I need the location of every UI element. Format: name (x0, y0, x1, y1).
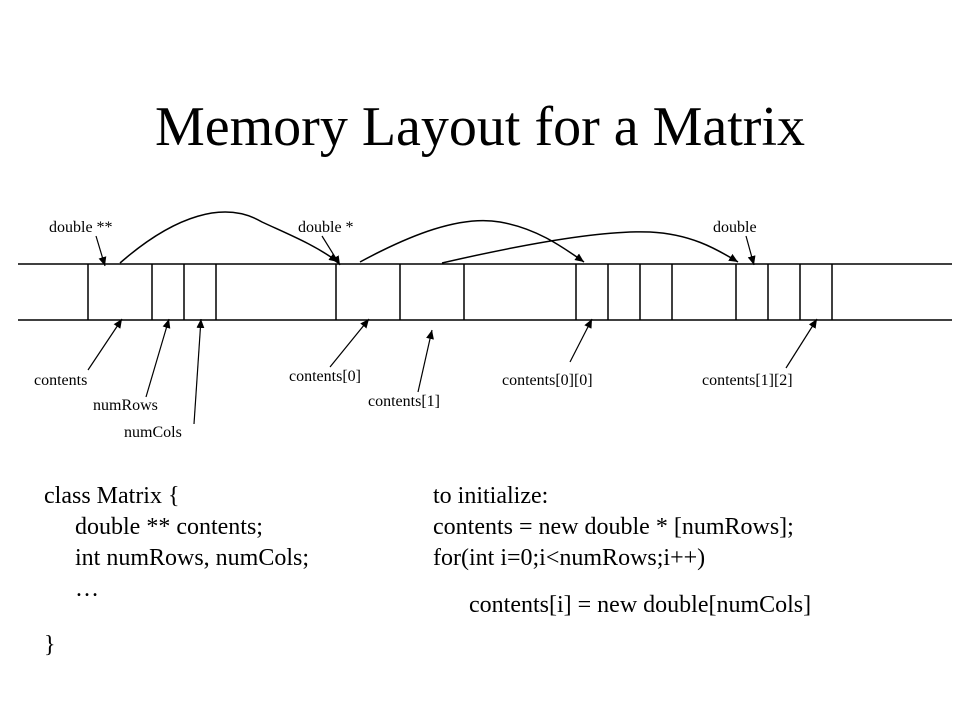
arrow-double-p (321, 235, 341, 266)
pointer-curve-contents (119, 211, 339, 264)
arrow-double (745, 235, 756, 266)
arrow-contents (87, 318, 123, 371)
label-arrows (87, 235, 818, 425)
class-code-line-4: … (75, 576, 99, 602)
label-double-pointer-pointer: double ** (49, 219, 113, 236)
arrow-numrows (145, 318, 171, 398)
class-code-line-3: int numRows, numCols; (75, 545, 310, 571)
label-contents-1: contents[1] (368, 393, 440, 410)
memory-strip (18, 263, 952, 321)
class-code-line-5: } (44, 632, 56, 658)
arrow-numcols (193, 318, 205, 425)
memory-cell-dividers (87, 264, 833, 320)
label-contents-0: contents[0] (289, 368, 361, 385)
init-code-line-1: to initialize: (433, 483, 549, 509)
pointer-curve-row0 (359, 219, 585, 263)
label-contents-0-0: contents[0][0] (502, 372, 593, 389)
arrow-contents1 (417, 329, 434, 393)
pointer-curves (119, 211, 739, 264)
label-contents-1-2: contents[1][2] (702, 372, 793, 389)
label-contents: contents (34, 372, 88, 389)
label-numrows: numRows (93, 397, 158, 414)
arrow-contents00 (569, 318, 593, 363)
pointer-curve-row1 (441, 231, 739, 264)
init-code-line-4: contents[i] = new double[numCols] (469, 592, 812, 618)
label-double-pointer: double * (298, 219, 354, 236)
arrow-contents0 (329, 318, 370, 368)
label-double: double (713, 219, 757, 236)
init-code-line-3: for(int i=0;i<numRows;i++) (433, 545, 706, 571)
arrow-contents12 (785, 318, 818, 369)
class-code-line-2: double ** contents; (75, 514, 263, 540)
arrow-double-pp (95, 235, 107, 267)
slide-title: Memory Layout for a Matrix (154, 96, 806, 158)
init-code-line-2: contents = new double * [numRows]; (433, 514, 794, 540)
label-numcols: numCols (124, 424, 182, 441)
class-code-line-1: class Matrix { (44, 483, 180, 509)
